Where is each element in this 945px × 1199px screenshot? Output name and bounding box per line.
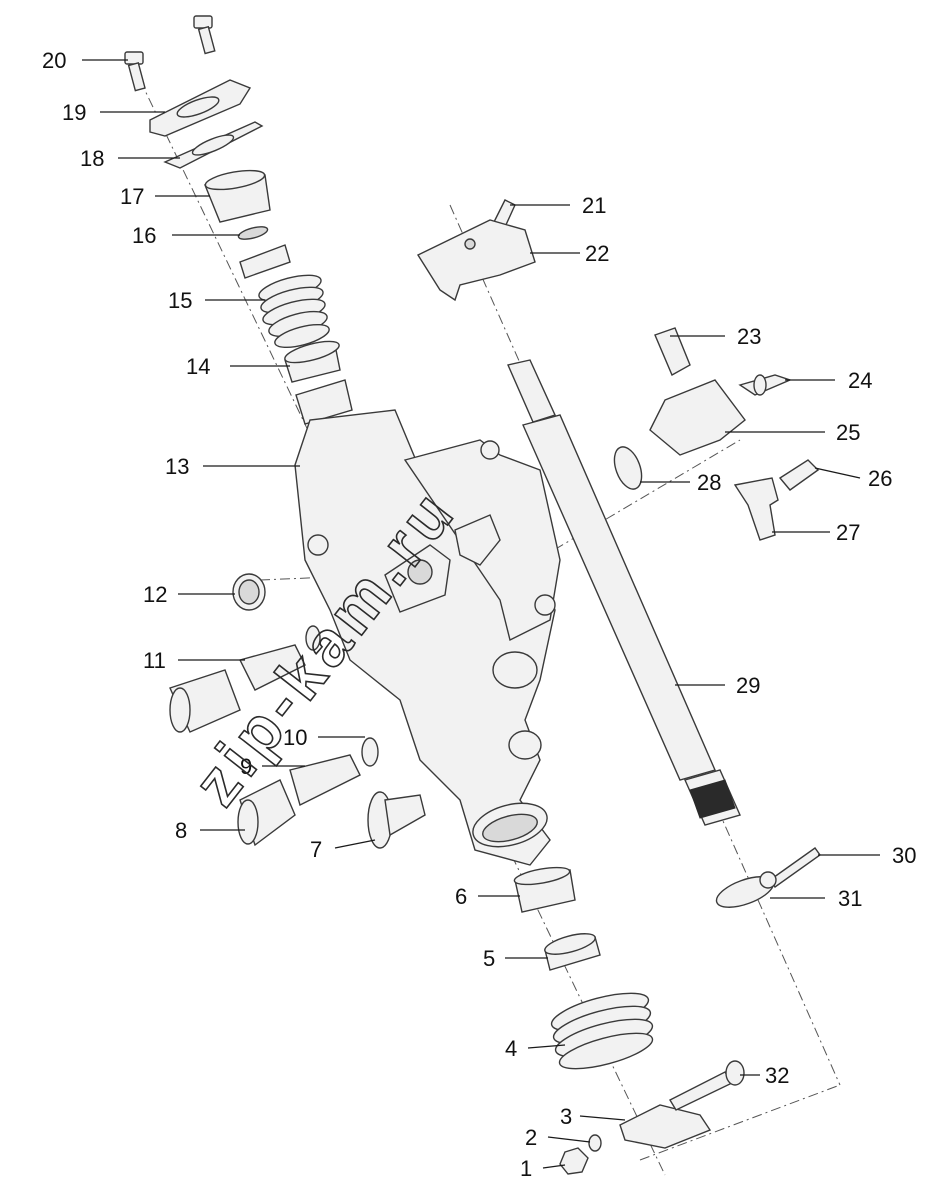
pin-part-30 xyxy=(769,847,821,888)
clamp-part-31 xyxy=(715,871,777,908)
callout-22: 22 xyxy=(585,241,609,266)
callout-7: 7 xyxy=(310,837,322,862)
pulley-part-4 xyxy=(550,992,654,1070)
valve-part-9 xyxy=(289,754,361,807)
callout-21: 21 xyxy=(582,193,606,218)
callout-14: 14 xyxy=(186,354,210,379)
callout-32: 32 xyxy=(765,1063,789,1088)
callout-6: 6 xyxy=(455,884,467,909)
callout-11: 11 xyxy=(143,648,166,673)
callout-labels: 20 19 18 17 16 15 14 13 12 11 10 9 8 7 6… xyxy=(42,48,916,1181)
callout-29: 29 xyxy=(736,673,760,698)
callout-17: 17 xyxy=(120,184,144,209)
callout-24: 24 xyxy=(848,368,872,393)
callout-5: 5 xyxy=(483,946,495,971)
callout-15: 15 xyxy=(168,288,192,313)
callout-12: 12 xyxy=(143,582,167,607)
fitting-part-7 xyxy=(367,791,426,849)
callout-19: 19 xyxy=(62,100,86,125)
upper-bushing xyxy=(295,379,353,425)
seal-ring-part-12 xyxy=(232,573,266,611)
valve-block-part-25 xyxy=(649,379,746,456)
callout-8: 8 xyxy=(175,818,187,843)
spring-seat-part-14 xyxy=(284,340,341,383)
cap-nut-part-8 xyxy=(237,779,296,847)
callout-30: 30 xyxy=(892,843,916,868)
callout-20: 20 xyxy=(42,48,66,73)
tee-fitting-part-27 xyxy=(733,477,779,541)
snap-ring-part-16 xyxy=(237,226,269,240)
callout-26: 26 xyxy=(868,466,892,491)
bracket-part-22 xyxy=(416,219,536,302)
leader-lines xyxy=(82,59,880,1169)
valve-part-11 xyxy=(169,625,321,733)
callout-9: 9 xyxy=(240,754,252,779)
flange-cap-part-19 xyxy=(149,79,252,137)
callout-27: 27 xyxy=(836,520,860,545)
callout-16: 16 xyxy=(132,223,156,248)
fitting-part-24 xyxy=(738,374,792,396)
bushing-part-6 xyxy=(513,866,576,913)
main-housing-part-13 xyxy=(294,409,561,866)
callout-31: 31 xyxy=(838,886,862,911)
fitting-part-26 xyxy=(778,459,820,491)
callout-4: 4 xyxy=(505,1036,517,1061)
bearing-part-5 xyxy=(544,933,601,971)
gasket-part-18 xyxy=(163,121,264,169)
o-ring-part-28 xyxy=(613,446,643,490)
washer-part-10 xyxy=(361,737,379,767)
callout-1: 1 xyxy=(520,1156,532,1181)
callout-13: 13 xyxy=(165,454,189,479)
callout-23: 23 xyxy=(737,324,761,349)
washer-part-2 xyxy=(588,1134,602,1152)
callout-18: 18 xyxy=(80,146,104,171)
callout-2: 2 xyxy=(525,1125,537,1150)
fitting-part-23 xyxy=(654,327,691,376)
shaft-part-29 xyxy=(507,359,741,826)
nut-part-1 xyxy=(559,1147,589,1175)
callout-25: 25 xyxy=(836,420,860,445)
bushing-part-17 xyxy=(204,169,271,223)
lever-part-3 xyxy=(619,1104,712,1149)
callout-28: 28 xyxy=(697,470,721,495)
bolt-part-32 xyxy=(669,1060,745,1111)
callout-3: 3 xyxy=(560,1104,572,1129)
bolt-part-20 xyxy=(124,15,216,92)
callout-10: 10 xyxy=(283,725,307,750)
spring-part-15 xyxy=(239,244,330,349)
